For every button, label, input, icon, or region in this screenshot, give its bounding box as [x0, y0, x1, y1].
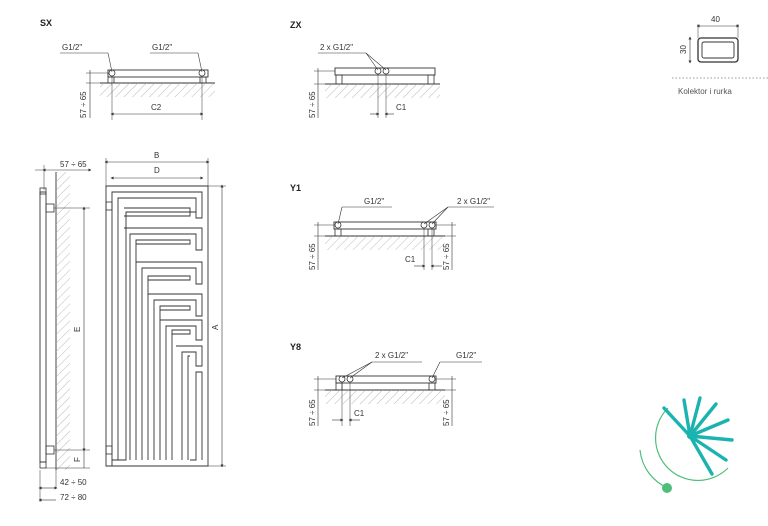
y1-connection-right-label: 2 x G1/2": [457, 197, 490, 206]
side-f-dimension: F: [73, 457, 82, 462]
y8-height-dimension-left: 57 ÷ 65: [308, 399, 317, 426]
y1-valve-left: [334, 221, 342, 229]
view-zx: ZX 2 x G1/2" 57 ÷ 65 C1: [290, 20, 440, 118]
y1-height-dimension-right: 57 ÷ 65: [442, 243, 451, 270]
sx-connection-left-label: G1/2": [62, 43, 82, 52]
y8-valve-left-1: [338, 375, 346, 383]
dandelion-logo-icon: [639, 396, 734, 493]
profile-height-label: 30: [679, 45, 688, 54]
y1-connection-left-label: G1/2": [364, 197, 384, 206]
sx-radiator-bar: [107, 69, 209, 78]
side-bracket-top: [45, 203, 55, 213]
y1-valve-right-1: [420, 221, 428, 229]
zx-wall-hatch: [325, 84, 440, 98]
side-bottom-dimension-2: 72 ÷ 80: [60, 493, 87, 502]
side-bottom-dimension-1: 42 ÷ 50: [60, 478, 87, 487]
zx-connection-label: 2 x G1/2": [320, 43, 353, 52]
sx-wall-hatch: [100, 83, 215, 97]
front-bracket-bottom: [105, 445, 113, 455]
view-y1: Y1 G1/2" 2 x G1/2" 57 ÷ 65 57 ÷ 65 C1: [290, 183, 494, 270]
sx-c2-dimension: C2: [151, 103, 162, 112]
side-bracket-bottom: [45, 445, 55, 455]
y1-wall-hatch: [325, 236, 445, 250]
view-sx: SX G1/2" G1/2" 57 ÷ 65 C2: [40, 18, 215, 120]
side-e-dimension: E: [73, 327, 82, 332]
front-d-dimension: D: [154, 166, 160, 175]
zx-height-dimension: 57 ÷ 65: [308, 91, 317, 118]
y1-radiator-bar: [333, 221, 437, 230]
sx-height-dimension: 57 ÷ 65: [79, 91, 88, 118]
logo-dot: [662, 483, 672, 493]
y1-height-dimension-left: 57 ÷ 65: [308, 243, 317, 270]
front-a-dimension: A: [211, 324, 220, 330]
y8-wall-hatch: [325, 390, 445, 404]
view-y8: Y8 2 x G1/2" G1/2" 57 ÷ 65 57 ÷ 65 C1: [290, 342, 482, 426]
front-radiator-frame: [105, 185, 209, 467]
zx-valve-1: [374, 67, 382, 75]
front-b-dimension: B: [154, 151, 159, 160]
y8-height-dimension-right: 57 ÷ 65: [442, 399, 451, 426]
view-y8-label: Y8: [290, 342, 301, 352]
y8-valve-right: [428, 375, 436, 383]
sx-connection-right-label: G1/2": [152, 43, 172, 52]
front-bracket-top: [105, 201, 113, 211]
y1-c1-dimension: C1: [405, 255, 416, 264]
front-view: B D A: [104, 151, 226, 468]
view-sx-label: SX: [40, 18, 52, 28]
y8-c1-dimension: C1: [354, 409, 365, 418]
profile-caption: Kolektor i rurka: [678, 87, 732, 96]
side-top-dimension: 57 ÷ 65: [60, 160, 87, 169]
view-zx-label: ZX: [290, 20, 302, 30]
y1-valve-right-2: [428, 221, 436, 229]
profile-width-label: 40: [711, 15, 720, 24]
side-radiator-profile: [39, 191, 47, 463]
y8-valve-left-2: [346, 375, 354, 383]
y8-radiator-bar: [335, 375, 437, 384]
profile-inner-rect: [701, 41, 735, 59]
y8-connection-right-label: G1/2": [456, 351, 476, 360]
y8-connection-left-label: 2 x G1/2": [375, 351, 408, 360]
profile-outer-rect: [697, 37, 739, 63]
zx-c1-dimension: C1: [396, 103, 407, 112]
profile-section: 40 30 Kolektor i rurka: [672, 15, 768, 96]
side-view: 57 ÷ 65 E F 42 ÷ 50 72 ÷ 80: [35, 160, 92, 502]
zx-valve-2: [382, 67, 390, 75]
side-wall-hatch: [56, 172, 70, 470]
view-y1-label: Y1: [290, 183, 301, 193]
